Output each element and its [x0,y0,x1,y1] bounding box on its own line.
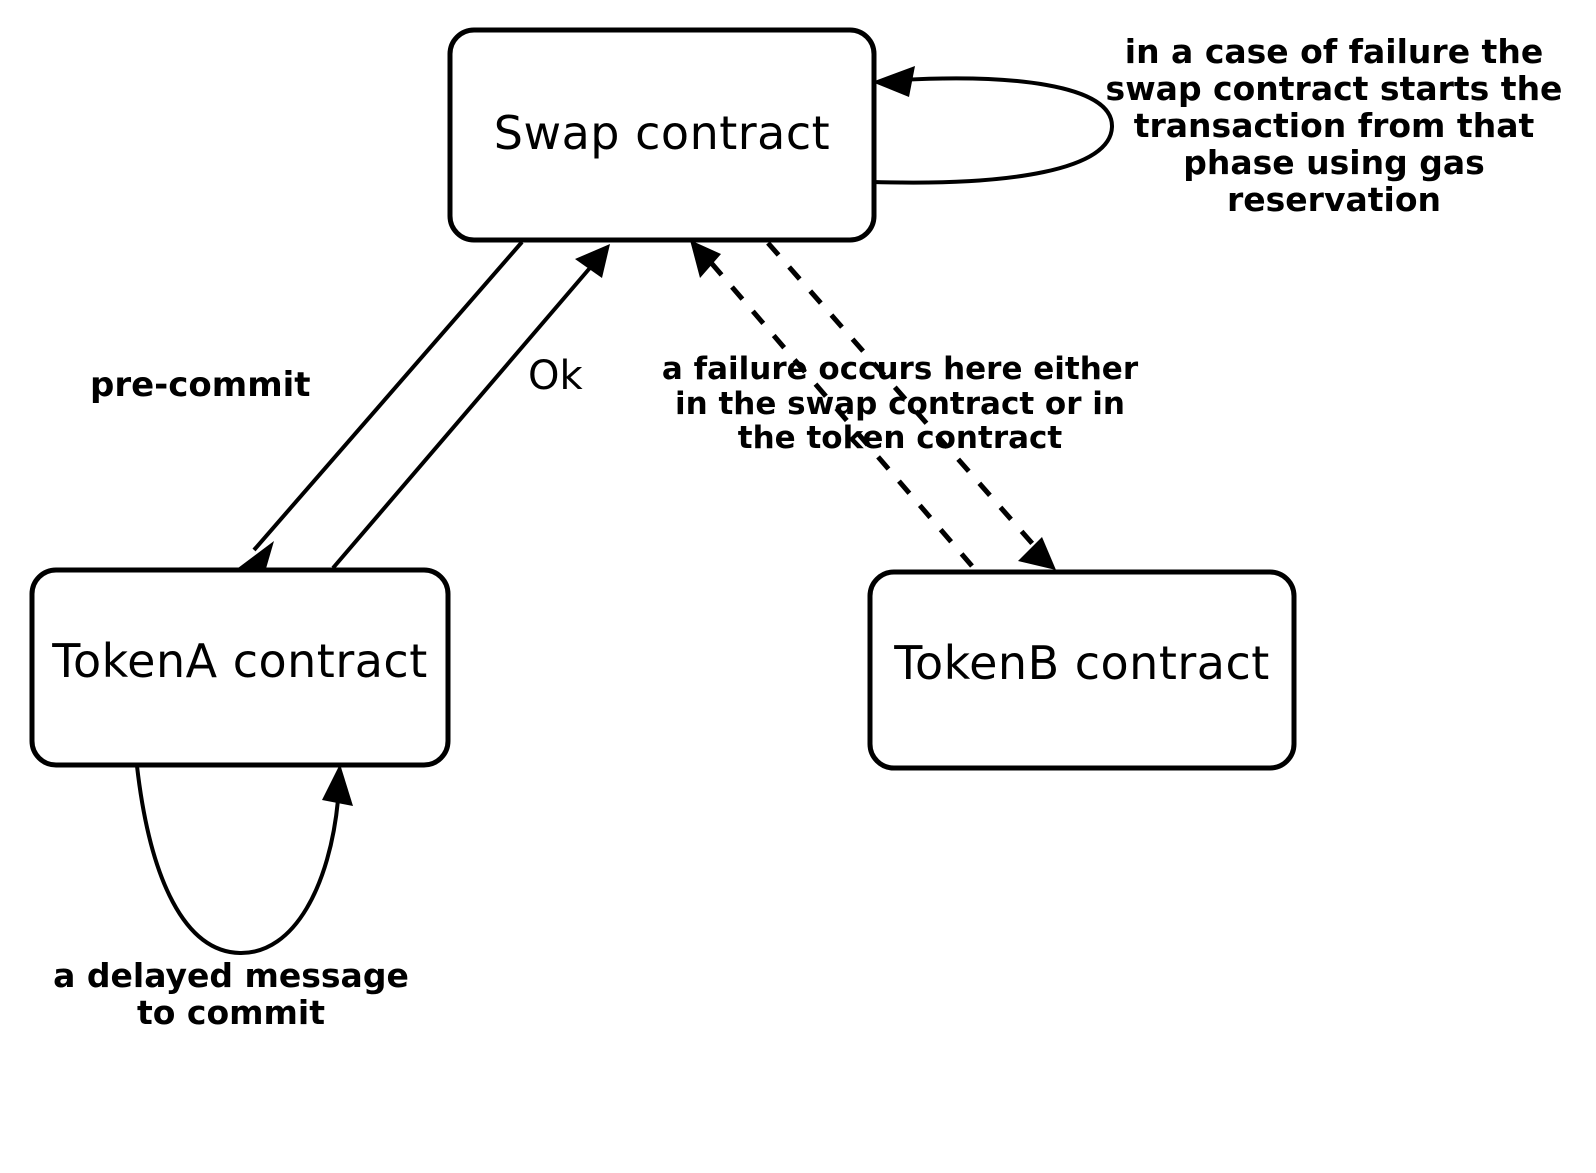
ok-line [331,260,597,570]
failure-up-line [705,256,974,568]
failure-down-line [766,241,1040,552]
annotation-failure-note: a failure occurs here either in the swap… [640,352,1160,456]
swap-self-loop-path [872,76,1115,185]
edge-pre-commit [238,240,524,572]
failure-down-arrowhead [1018,537,1056,570]
node-swap-contract[interactable] [447,27,877,243]
annotation-delayed-message: a delayed message to commit [20,956,442,1032]
swap-self-loop-arrowhead [872,66,915,97]
annotation-failure-line-2: in the swap contract or in [674,385,1125,422]
edge-tokena-self-loop [135,764,353,956]
edge-label-ok: Ok [528,353,583,399]
annotation-gas-line-4: phase using gas [1183,142,1485,182]
edge-failure-up [690,240,974,568]
pre-commit-line [252,240,524,552]
annotation-gas-line-1: in a case of failure the [1124,32,1544,71]
node-tokenb-contract-label: TokenB contract [894,636,1270,690]
annotation-gas-line-3: transaction from that [1133,105,1535,145]
annotation-failure-line-1: a failure occurs here either [661,351,1139,387]
edge-label-pre-commit: pre-commit [90,365,311,405]
failure-up-arrowhead [690,240,721,278]
edge-failure-down [766,241,1056,570]
annotation-gas-line-2: swap contract starts the [1105,68,1563,108]
edge-ok [331,244,610,570]
tokena-self-loop-path [135,765,340,956]
node-tokena-contract[interactable] [29,567,451,768]
ok-arrowhead [575,244,610,278]
annotation-delayed-line-2: to commit [136,992,326,1032]
tokena-self-loop-arrowhead [322,764,353,806]
node-tokena-contract-label: TokenA contract [52,634,428,688]
annotation-failure-line-3: the token contract [737,420,1063,457]
pre-commit-arrowhead [238,541,274,572]
node-tokenb-contract[interactable] [867,569,1297,771]
edge-swap-self-loop [872,66,1115,185]
annotation-delayed-line-1: a delayed message [53,956,409,995]
node-swap-contract-label: Swap contract [493,106,831,160]
annotation-gas-reservation: in a case of failure the swap contract s… [1100,32,1568,219]
annotation-gas-line-5: reservation [1227,179,1441,219]
